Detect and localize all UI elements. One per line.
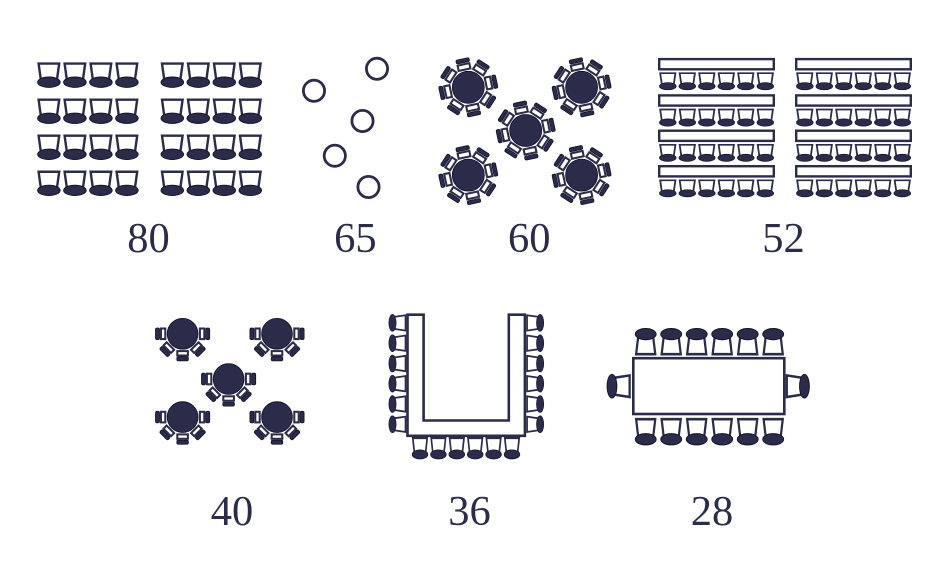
svg-text:36: 36 xyxy=(448,488,491,535)
svg-text:60: 60 xyxy=(508,215,551,262)
svg-text:52: 52 xyxy=(762,215,805,262)
svg-text:28: 28 xyxy=(691,488,734,535)
svg-text:80: 80 xyxy=(127,215,170,262)
svg-text:40: 40 xyxy=(211,488,254,535)
svg-text:65: 65 xyxy=(334,215,377,262)
